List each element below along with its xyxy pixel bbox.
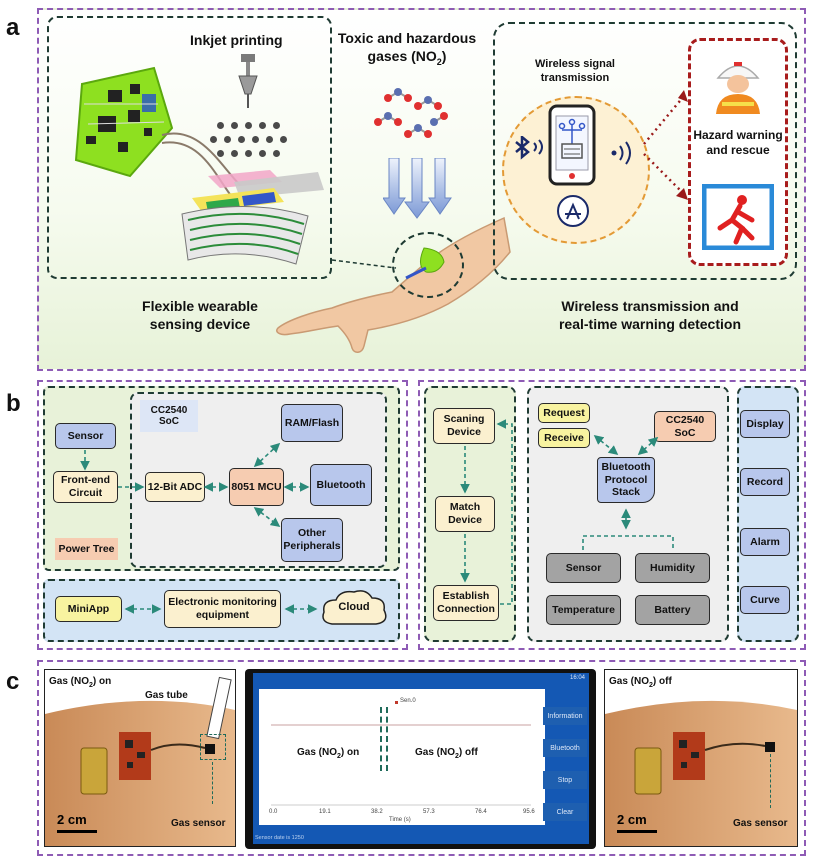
gas-sensor-label: Gas sensor xyxy=(733,818,788,829)
warning-arrows xyxy=(643,90,688,200)
panel-label-c: c xyxy=(6,668,20,695)
alarm-block: Alarm xyxy=(740,528,790,556)
sensor-footer: Sensor date is 1250 xyxy=(255,835,304,841)
app-store-icon xyxy=(557,195,589,227)
panel-label-a: a xyxy=(6,14,20,41)
gas-on-marker xyxy=(380,707,382,771)
scanning-device-block: Scaning Device xyxy=(433,408,495,444)
flexible-device-group xyxy=(47,16,332,279)
cloud-arrows xyxy=(124,604,318,614)
x-tick: 38.2 xyxy=(371,809,383,815)
chart-area: Sen.0 Gas (NO2) on Gas (NO2) off 0.0 19.… xyxy=(259,689,545,825)
x-tick: 76.4 xyxy=(475,809,487,815)
stop-button[interactable]: Stop xyxy=(543,771,587,789)
gas-off-marker xyxy=(386,707,388,771)
side-buttons: Information Bluetooth Stop Clear xyxy=(543,689,589,825)
zoom-connector xyxy=(331,259,397,269)
gas-off-photo: Gas (NO2) off Gas sensor 2 cm xyxy=(604,669,798,847)
worn-sensor-icon xyxy=(405,247,445,280)
wifi-signal-icon xyxy=(611,141,631,165)
chart-legend: Sen.0 xyxy=(400,698,416,704)
bluetooth-button[interactable]: Bluetooth xyxy=(543,739,587,757)
cloud-icon xyxy=(322,590,387,625)
x-tick: 19.1 xyxy=(319,809,331,815)
electronic-monitoring-block: Electronic monitoring equipment xyxy=(164,590,281,628)
panel-c xyxy=(37,660,806,856)
panel-b-right xyxy=(418,380,806,650)
protocol-arrows xyxy=(582,434,674,550)
arrow-down-icon xyxy=(383,158,452,219)
protocol-stack-block: Bluetooth Protocol Stack xyxy=(597,457,655,503)
scale-bar xyxy=(57,830,97,833)
soc-title: CC2540 SoC xyxy=(140,400,198,432)
bluetooth-icon xyxy=(515,136,543,160)
match-device-block: Match Device xyxy=(435,496,495,532)
chart-gas-on-label: Gas (NO2) on xyxy=(297,747,360,760)
request-block: Request xyxy=(538,403,590,423)
gas-tube-label: Gas tube xyxy=(145,690,188,701)
toxic-gases-label: Toxic and hazardous gases (NO2) xyxy=(337,30,477,67)
gas-on-label: Gas (NO2) on xyxy=(49,676,112,689)
panel-label-b: b xyxy=(6,390,21,417)
sensor-data-block: Sensor xyxy=(546,553,621,583)
arm-icon xyxy=(276,216,511,353)
information-button[interactable]: Information xyxy=(543,707,587,725)
humidity-block: Humidity xyxy=(635,553,710,583)
exit-sign-icon xyxy=(702,184,774,250)
scale-bar xyxy=(617,830,657,833)
temperature-block: Temperature xyxy=(546,595,621,625)
front-end-circuit-block: Front-end Circuit xyxy=(53,471,118,503)
cloud-label: Cloud xyxy=(338,601,370,613)
display-block: Display xyxy=(740,410,790,438)
power-tree-block: Power Tree xyxy=(55,538,118,560)
other-peripherals-block: Other Peripherals xyxy=(281,518,343,562)
battery-block: Battery xyxy=(635,595,710,625)
sensor-zoom-circle xyxy=(392,232,464,298)
x-tick: 0.0 xyxy=(269,809,278,815)
gas-sensor-pointer xyxy=(770,754,771,808)
inkjet-printing-label: Inkjet printing xyxy=(190,32,283,48)
curve-block: Curve xyxy=(740,586,790,614)
phone-icon xyxy=(548,104,596,186)
gas-sensor-label: Gas sensor xyxy=(171,818,226,829)
inkjet-nozzle-icon xyxy=(238,54,258,108)
scale-bar-label: 2 cm xyxy=(617,812,647,827)
wireless-signal-label: Wireless signal transmission xyxy=(535,58,615,84)
status-time: 16:04 xyxy=(569,675,585,681)
record-block: Record xyxy=(740,468,790,496)
receive-block: Receive xyxy=(538,428,590,448)
establish-connection-block: Establish Connection xyxy=(433,585,499,621)
app-screen: 16:04 Sen.0 Gas (NO2) on Gas (NO2) off 0… xyxy=(253,673,589,844)
hazard-warning-label: Hazard warning and rescue xyxy=(693,128,783,157)
x-tick: 95.6 xyxy=(523,809,535,815)
sensor-block: Sensor xyxy=(55,423,116,449)
sensor-chart xyxy=(271,701,531,806)
x-axis-label: Time (s) xyxy=(389,817,411,823)
gas-molecule-icon xyxy=(374,88,448,138)
adc-block: 12-Bit ADC xyxy=(145,472,205,502)
connection-arrows xyxy=(460,419,513,605)
gas-sensor-marker xyxy=(200,734,226,760)
app-screenshot: 16:04 Sen.0 Gas (NO2) on Gas (NO2) off 0… xyxy=(245,669,596,849)
miniapp-block: MiniApp xyxy=(55,596,122,622)
ram-flash-block: RAM/Flash xyxy=(281,404,343,442)
wireless-group xyxy=(493,22,797,280)
gas-sensor-pointer xyxy=(212,762,213,804)
panel-b-left xyxy=(37,380,408,650)
cc2540-block: CC2540 SoC xyxy=(654,411,716,442)
scale-bar-label: 2 cm xyxy=(57,812,87,827)
rescuer-icon xyxy=(716,62,760,114)
gas-on-photo: Gas (NO2) on Gas tube Gas sensor 2 cm xyxy=(44,669,236,847)
gas-off-label: Gas (NO2) off xyxy=(609,676,672,689)
hardware-arrows xyxy=(80,442,310,527)
chart-gas-off-label: Gas (NO2) off xyxy=(415,747,478,760)
flexible-sensor-illustration xyxy=(181,170,324,265)
bluetooth-block: Bluetooth xyxy=(310,464,372,506)
circuit-board-icon xyxy=(74,66,174,178)
clear-button[interactable]: Clear xyxy=(543,803,587,821)
x-tick: 57.3 xyxy=(423,809,435,815)
